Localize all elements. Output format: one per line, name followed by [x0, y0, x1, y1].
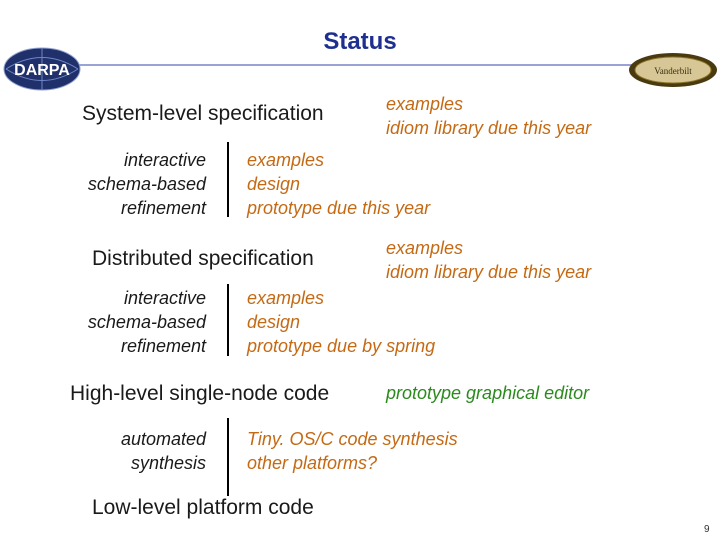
note-5: prototype graphical editor	[386, 381, 589, 405]
step-1: interactive schema-based refinement	[30, 148, 206, 220]
note-4-line: design	[247, 312, 301, 332]
arrow-2-shaft	[227, 284, 229, 356]
step-1-line: interactive	[123, 150, 206, 170]
step-2: interactive schema-based refinement	[30, 286, 206, 358]
step-1-line: refinement	[120, 198, 206, 218]
note-1-line: examples	[386, 94, 464, 114]
darpa-logo: DARPA	[0, 46, 84, 92]
step-3-line: synthesis	[130, 453, 206, 473]
level-single-node-code: High-level single-node code	[70, 382, 330, 405]
note-4-line: prototype due by spring	[247, 336, 436, 356]
note-5-line: prototype graphical editor	[386, 383, 590, 403]
note-6: Tiny. OS/C code synthesis other platform…	[247, 427, 458, 475]
step-3: automated synthesis	[30, 427, 206, 475]
arrow-3-shaft	[227, 418, 229, 496]
step-3-line: automated	[120, 429, 206, 449]
darpa-logo-text: DARPA	[14, 62, 70, 79]
arrow-1-shaft	[227, 142, 229, 217]
note-6-line: other platforms?	[247, 453, 378, 473]
note-3-line: examples	[386, 238, 464, 258]
level-platform-code: Low-level platform code	[92, 496, 314, 519]
page-number: 9	[704, 524, 710, 535]
note-3: examples idiom library due this year	[386, 236, 591, 284]
step-2-line: schema-based	[87, 312, 206, 332]
note-2: examples design prototype due this year	[247, 148, 430, 220]
note-4-line: examples	[247, 288, 325, 308]
note-3-line: idiom library due this year	[386, 262, 592, 282]
step-2-line: interactive	[123, 288, 206, 308]
step-2-line: refinement	[120, 336, 206, 356]
level-distributed-spec: Distributed specification	[92, 247, 314, 270]
level-system-spec: System-level specification	[82, 102, 324, 125]
step-1-line: schema-based	[87, 174, 206, 194]
note-2-line: examples	[247, 150, 325, 170]
note-6-line: Tiny. OS/C code synthesis	[247, 429, 458, 449]
title-rule	[60, 64, 660, 66]
note-1-line: idiom library due this year	[386, 118, 592, 138]
slide-title: Status	[323, 28, 397, 55]
note-1: examples idiom library due this year	[386, 92, 591, 140]
note-4: examples design prototype due by spring	[247, 286, 435, 358]
vanderbilt-logo: Vanderbilt	[628, 52, 718, 88]
vanderbilt-logo-text: Vanderbilt	[654, 66, 692, 76]
note-2-line: design	[247, 174, 301, 194]
note-2-line: prototype due this year	[247, 198, 431, 218]
